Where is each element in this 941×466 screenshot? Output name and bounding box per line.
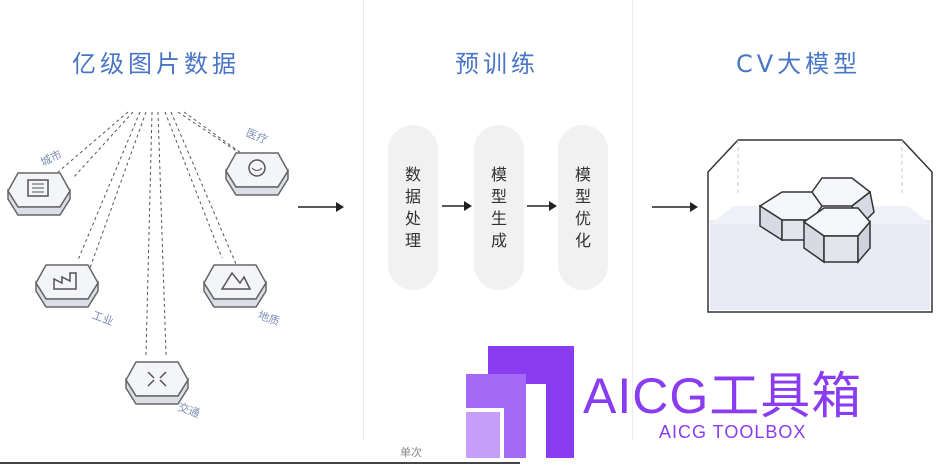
medical-hex-icon: [225, 152, 289, 196]
step-char: 生: [490, 208, 507, 228]
step-char: 化: [574, 230, 591, 250]
data-section-title: 亿级图片数据: [72, 50, 240, 78]
step-char: 数: [404, 164, 421, 184]
arrow-right-icon: [298, 202, 344, 212]
step-char: 模: [490, 164, 507, 184]
arrow-right-icon: [527, 201, 557, 211]
step-model-generation: 模 型 生 成: [474, 125, 524, 290]
step-data-processing: 数 据 处 理: [388, 125, 438, 290]
pretrain-section-title: 预训练: [455, 50, 539, 78]
data-rays: [57, 111, 249, 356]
watermark-title: AICG工具箱: [583, 368, 863, 424]
aicg-logo-icon: [466, 346, 574, 458]
section-divider-left: [363, 0, 364, 440]
traffic-hex-icon: [125, 361, 189, 405]
step-char: 优: [574, 208, 591, 228]
model-section-title: CV大模型: [736, 50, 862, 78]
section-divider-right: [632, 0, 633, 440]
cv-model-illustration: [707, 139, 933, 313]
step-char: 据: [404, 186, 421, 206]
watermark-subtitle: AICG TOOLBOX: [659, 422, 807, 442]
step-char: 成: [490, 230, 507, 250]
step-char: 理: [404, 230, 421, 250]
bottom-rule: [0, 462, 520, 464]
step-char: 处: [404, 208, 421, 228]
step-char: 型: [490, 186, 507, 206]
footnote: 单次: [400, 446, 422, 459]
industry-hex-icon: [35, 264, 99, 308]
arrow-right-icon: [442, 201, 472, 211]
step-char: 型: [574, 186, 591, 206]
step-model-optimization: 模 型 优 化: [558, 125, 608, 290]
geology-hex-icon: [203, 264, 267, 308]
city-hex-icon: [7, 172, 71, 216]
step-char: 模: [574, 164, 591, 184]
arrow-right-icon: [652, 202, 698, 212]
